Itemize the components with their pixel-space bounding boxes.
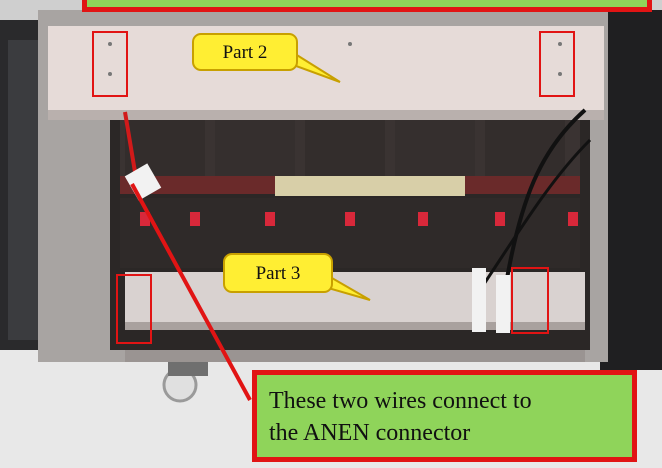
callout-wires-line-2: the ANEN connector (269, 420, 471, 446)
wire-sleeve-2 (496, 275, 510, 333)
highlight-bracket-left (92, 31, 128, 97)
highlight-bracket-right (539, 31, 575, 97)
callout-part-3: Part 3 (223, 253, 333, 293)
wire-sleeve-1 (472, 268, 486, 332)
battery-row-upper (120, 118, 580, 196)
highlight-wire-left (116, 274, 152, 344)
top-callout-banner (82, 0, 652, 12)
callout-wires-line-1: These two wires connect to (269, 388, 532, 414)
black-wire (503, 108, 587, 291)
right-cabinet (600, 10, 662, 370)
callout-part-2: Part 2 (192, 33, 298, 71)
pointer-wires (130, 183, 252, 401)
callout-wires-note: These two wires connect to the ANEN conn… (252, 370, 637, 462)
highlight-boxes (92, 31, 575, 344)
highlight-wire-right (511, 267, 549, 334)
bracket-part-2 (48, 26, 604, 120)
